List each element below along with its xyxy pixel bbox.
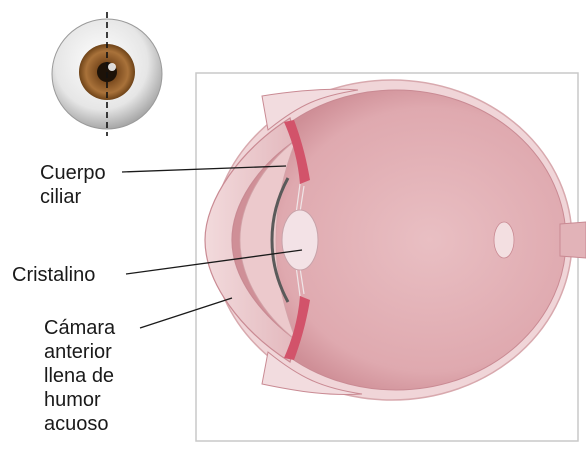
anterior-chamber-label: Cámara anterior llena de humor acuoso <box>44 316 115 436</box>
ciliary-body-label: Cuerpo ciliar <box>40 161 106 209</box>
lens-label: Cristalino <box>12 263 95 287</box>
eyeball-front-view-icon <box>52 12 162 136</box>
